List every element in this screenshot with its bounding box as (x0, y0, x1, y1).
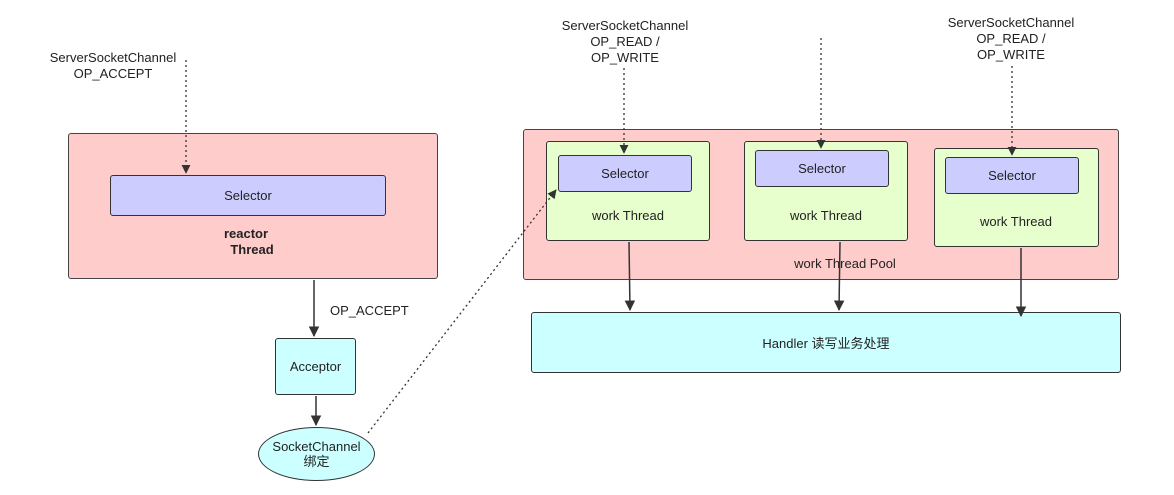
handler-box: Handler 读写业务处理 (531, 312, 1121, 373)
reactor-thread-title: reactor Thread (204, 226, 288, 258)
reactor-thread-title-line2: Thread (230, 242, 274, 257)
worker-2-label: work Thread (789, 208, 862, 223)
worker-1-label: work Thread (591, 208, 664, 223)
socket-channel-node: SocketChannel 绑定 (258, 427, 375, 481)
handler-label: Handler 读写业务处理 (762, 336, 890, 351)
worker-1-input-label-line2: OP_READ / (590, 34, 660, 49)
worker-1-input-label: ServerSocketChannel OP_READ / OP_WRITE (555, 18, 695, 66)
worker-1-input-label-line3: OP_WRITE (591, 50, 659, 65)
worker-1-selector: Selector (558, 155, 692, 192)
worker-1-selector-label: Selector (601, 166, 649, 181)
worker-3-selector: Selector (945, 157, 1079, 194)
reactor-selector-label: Selector (224, 188, 272, 203)
socket-channel-line2: 绑定 (303, 454, 330, 469)
work-thread-pool-label: work Thread Pool (794, 256, 896, 271)
worker-3-input-label-line3: OP_WRITE (977, 47, 1045, 62)
worker-3-input-label-line2: OP_READ / (976, 31, 1046, 46)
worker-3-selector-label: Selector (988, 168, 1036, 183)
worker-2-selector: Selector (755, 150, 889, 187)
worker-2-selector-label: Selector (798, 161, 846, 176)
op-accept-edge-label: OP_ACCEPT (330, 303, 409, 318)
reactor-thread-title-line1: reactor (223, 226, 269, 241)
reactor-input-label-line2: OP_ACCEPT (73, 66, 153, 81)
reactor-selector-box: Selector (110, 175, 386, 216)
worker-1-input-label-line1: ServerSocketChannel (561, 18, 689, 33)
worker-3-label: work Thread (979, 214, 1052, 229)
acceptor-box: Acceptor (275, 338, 356, 395)
worker-3-input-label: ServerSocketChannel OP_READ / OP_WRITE (941, 15, 1081, 63)
worker-3-input-label-line1: ServerSocketChannel (947, 15, 1075, 30)
acceptor-label: Acceptor (289, 359, 342, 374)
reactor-input-label-line1: ServerSocketChannel (49, 50, 177, 65)
socket-channel-line1: SocketChannel (272, 439, 361, 454)
reactor-input-label: ServerSocketChannel OP_ACCEPT (43, 50, 183, 82)
